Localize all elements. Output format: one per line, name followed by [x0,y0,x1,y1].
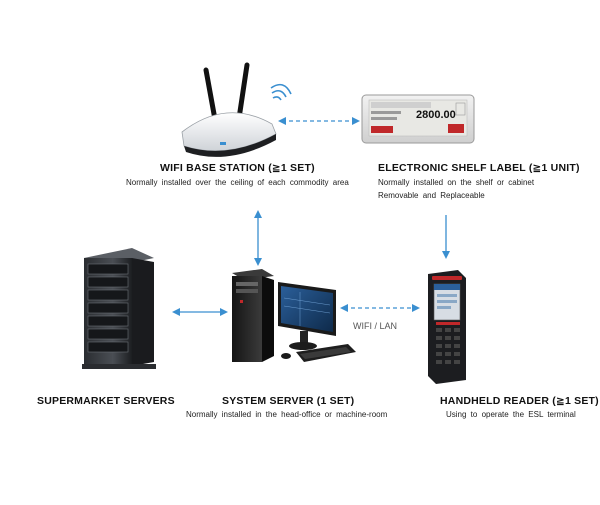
handheld-reader-image [428,270,466,384]
handheld-reader-description: Using to operate the ESL terminal [446,410,576,419]
esl-description-line-1: Normally installed on the shelf or cabin… [378,178,535,187]
supermarket-servers-image [82,248,156,369]
esl-label-image [361,94,475,144]
wifi-router-image [181,62,277,157]
wifi-base-station-title: WIFI BASE STATION (≧1 SET) [160,162,315,174]
connection-arrows [172,117,450,316]
system-server-title: SYSTEM SERVER (1 SET) [222,395,355,407]
system-server-image [232,269,356,362]
esl-description-line-2: Removable and Replaceable [378,191,485,200]
esl-title: ELECTRONIC SHELF LABEL (≧1 UNIT) [378,162,580,174]
handheld-reader-title: HANDHELD READER (≧1 SET) [440,395,599,407]
esl-price-display: 2800.00 [416,109,456,121]
wifi-lan-link-label: WIFI / LAN [353,321,398,331]
wifi-base-station-description: Normally installed over the ceiling of e… [126,178,349,187]
supermarket-servers-title: SUPERMARKET SERVERS [37,395,175,407]
wifi-signal-icon [270,83,292,101]
system-server-description: Normally installed in the head-office or… [186,410,388,419]
